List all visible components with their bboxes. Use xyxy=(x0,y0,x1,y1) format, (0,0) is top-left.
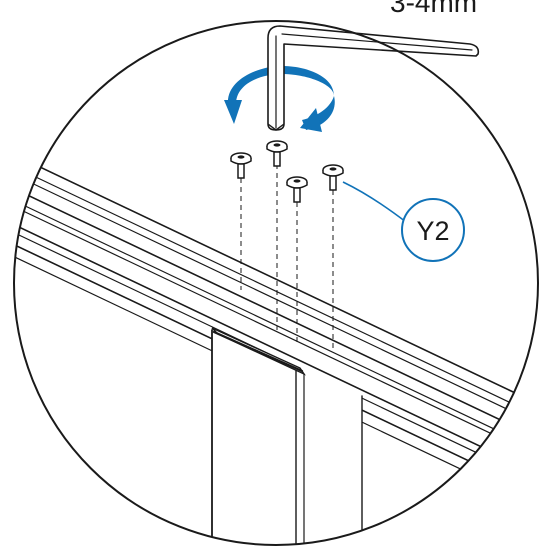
screw xyxy=(286,176,308,203)
hex-key-icon xyxy=(267,25,480,131)
vertical-panel xyxy=(211,327,363,545)
alignment-guides xyxy=(240,164,334,352)
detail-circle xyxy=(13,20,539,546)
part-callout: Y2 xyxy=(401,198,465,262)
part-label: Y2 xyxy=(416,216,449,246)
screw xyxy=(230,152,252,179)
detail-view xyxy=(14,66,538,545)
callout-leader xyxy=(342,181,407,223)
screw xyxy=(266,140,288,167)
rotation-arrows-icon xyxy=(224,66,335,132)
screw xyxy=(322,164,344,191)
tool-size-label: 3-4mm xyxy=(390,0,477,18)
